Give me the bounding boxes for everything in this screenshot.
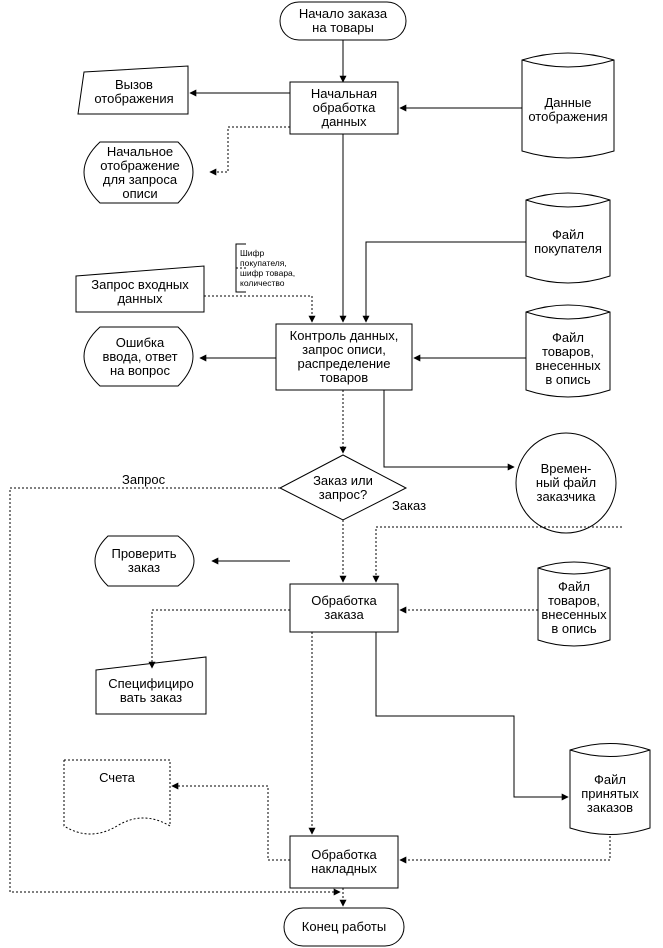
decision-diamond [278,454,408,521]
display-call-shape [77,65,189,115]
specify-order-shape [95,656,207,715]
edge-decision-request-loop [9,487,341,896]
order-processing-box [289,583,399,633]
start-terminator [279,1,407,41]
edge-order-input-to-order [372,526,622,583]
waybill-processing-box [289,835,399,889]
edge-control-to-temp [383,390,515,471]
customer-file-cylinder [525,192,611,284]
display-data-cylinder [521,52,615,159]
edge-initial-to-initial-display [209,126,290,176]
input-error-shape [83,326,194,387]
inventory-file-1-cylinder [525,304,611,398]
edge-order-to-specify [148,609,290,669]
initial-display-shape [83,141,194,204]
check-order-shape [94,535,195,587]
edge-waybill-to-invoices [171,782,290,861]
invoices-document [63,759,171,835]
temp-customer-file-circle [515,432,617,534]
inventory-file-2-cylinder [537,561,611,647]
edge-input-request-to-control [204,295,316,323]
edge-customer-file-to-control [362,241,526,323]
edge-order-to-accepted [375,632,569,801]
data-control-box [275,323,413,391]
end-terminator [283,907,405,947]
initial-processing-box [289,81,399,135]
edge-accepted-to-waybill [399,836,611,864]
input-request-shape [75,265,205,313]
accepted-orders-cylinder [569,743,651,835]
